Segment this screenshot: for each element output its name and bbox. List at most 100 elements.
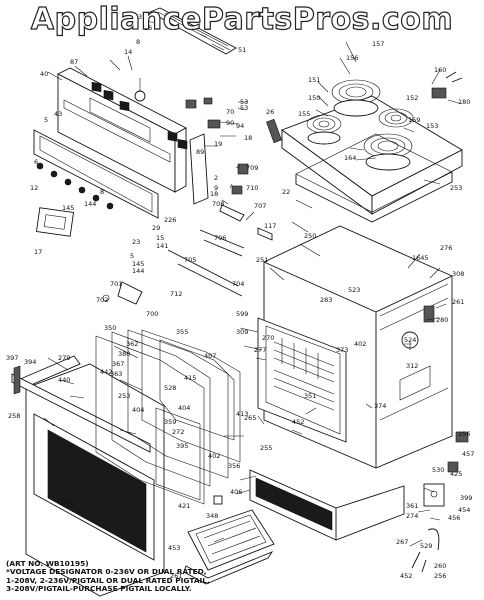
callout-label: 15 — [156, 234, 164, 242]
callout-label: 267 — [396, 538, 408, 546]
callout-label: 309 — [236, 328, 248, 336]
callout-label: 150 — [308, 94, 320, 102]
cooktop — [266, 71, 463, 215]
callout-label: 701 — [110, 280, 122, 288]
callout-label: 359 — [164, 418, 176, 426]
footnote-line: *VOLTAGE DESIGNATOR 0-236V OR DUAL RATED… — [6, 567, 207, 577]
callout-label: 308 — [452, 270, 464, 278]
door-handle — [11, 365, 151, 453]
small-hardware — [102, 97, 273, 305]
callout-label: 270 — [262, 334, 274, 342]
art-number: (ART NO. WB10195) — [6, 559, 89, 568]
callout-label: 256 — [458, 430, 470, 438]
callout-label: 706 — [214, 234, 226, 242]
callout-label: 12 — [30, 184, 38, 192]
callout-label: 355 — [176, 328, 188, 336]
callout-label: 283 — [320, 296, 332, 304]
callout-label: 599 — [236, 310, 248, 318]
callout-label: 153 — [426, 122, 438, 130]
callout-label: 707 — [254, 202, 266, 210]
callout-label: 89 — [196, 148, 204, 156]
callout-label: 8 — [136, 38, 140, 46]
callout-label: 399 — [460, 494, 472, 502]
callout-label: 524 — [404, 336, 416, 344]
callout-label: 380 — [118, 350, 130, 358]
callout-label: 14 — [124, 48, 132, 56]
callout-label: 394 — [24, 358, 36, 366]
callout-label: 256 — [434, 572, 446, 580]
callout-label: 141 — [156, 242, 168, 250]
side-bracket — [189, 133, 209, 205]
callout-label: 53 — [240, 98, 248, 106]
diagram-footnote: (ART NO. WB10195) *VOLTAGE DESIGNATOR 0-… — [6, 559, 266, 593]
callout-label: 2 — [214, 174, 218, 182]
callout-label: 530 — [432, 466, 444, 474]
callout-label: 276 — [440, 244, 452, 252]
callout-label: 94 — [236, 122, 244, 130]
callout-label: 456 — [448, 514, 460, 522]
callout-label: 164 — [344, 154, 356, 162]
callout-label: 404 — [132, 406, 144, 414]
callout-label: 361 — [406, 502, 418, 510]
storage-drawer — [249, 469, 405, 541]
callout-label: 152 — [406, 94, 418, 102]
callout-label: 404 — [178, 404, 190, 412]
callout-label: 159 — [408, 116, 420, 124]
callout-label: 1645 — [412, 254, 429, 262]
callout-label: 415 — [184, 374, 196, 382]
callout-label: 157 — [372, 40, 384, 48]
lower-control-panel — [33, 129, 159, 237]
callout-label: 312 — [406, 362, 418, 370]
callout-label: 31 — [138, 13, 146, 21]
leader-lines — [43, 19, 463, 547]
callout-label: 442 — [100, 368, 112, 376]
callout-label: 23 — [132, 238, 140, 246]
callout-label: 155 — [298, 110, 310, 118]
callout-label: 43 — [54, 110, 62, 118]
callout-label: 279 — [58, 354, 70, 362]
callout-label: 26 — [266, 108, 274, 116]
callout-label: 280 — [436, 316, 448, 324]
callout-label: 402 — [354, 340, 366, 348]
callout-label: 413 — [236, 410, 248, 418]
callout-label: 160 — [434, 66, 446, 74]
oven-cabinet — [257, 225, 453, 469]
door-inner-panels — [95, 329, 241, 505]
callout-label: 87 — [70, 58, 78, 66]
callout-label: 356 — [228, 462, 240, 470]
callout-label: 421 — [178, 502, 190, 510]
callout-label: 260 — [434, 562, 446, 570]
oven-door-outer — [17, 355, 165, 597]
callout-label: 363 — [110, 370, 122, 378]
callout-label: 258 — [8, 412, 20, 420]
callout-label: 40 — [40, 70, 48, 78]
callout-label: 365 — [60, 498, 72, 506]
callout-label: 255 — [260, 444, 272, 452]
callout-label: 261 — [452, 298, 464, 306]
callout-label: 452 — [292, 418, 304, 426]
callout-label: 528 — [164, 384, 176, 392]
callout-label: 144 — [132, 267, 144, 275]
callout-label: 407 — [204, 352, 216, 360]
callout-labels: 31 51 16 8 14 53 40 87 18 5 43 70 90 94 … — [6, 13, 474, 580]
callout-label: 452 — [400, 572, 412, 580]
callout-label: 251 — [256, 256, 268, 264]
callout-label: 402 — [208, 452, 220, 460]
callout-label: 454 — [458, 506, 470, 514]
callout-label: 19 — [214, 140, 222, 148]
callout-label: 261 — [170, 572, 182, 580]
callout-label: 5 — [130, 252, 134, 260]
callout-label: 9 — [214, 184, 218, 192]
top-trim-strip — [148, 7, 237, 55]
callout-label: 51 — [238, 46, 246, 54]
callout-label: 397 — [6, 354, 18, 362]
callout-label: 145 — [62, 204, 74, 212]
callout-label: 53 — [240, 104, 248, 112]
callout-label: 708 — [212, 200, 224, 208]
callout-label: 704 — [232, 280, 244, 288]
footnote-line: 1-208V, 2-236V/PIGTAIL OR DUAL RATED PIG… — [6, 575, 210, 585]
callout-label: 348 — [206, 512, 218, 520]
footnote-line: 3-208V/PIGTAIL-PURCHASE PIGTAIL LOCALLY. — [6, 583, 192, 593]
bottom-hardware — [213, 431, 469, 573]
callout-label: 457 — [462, 450, 474, 458]
